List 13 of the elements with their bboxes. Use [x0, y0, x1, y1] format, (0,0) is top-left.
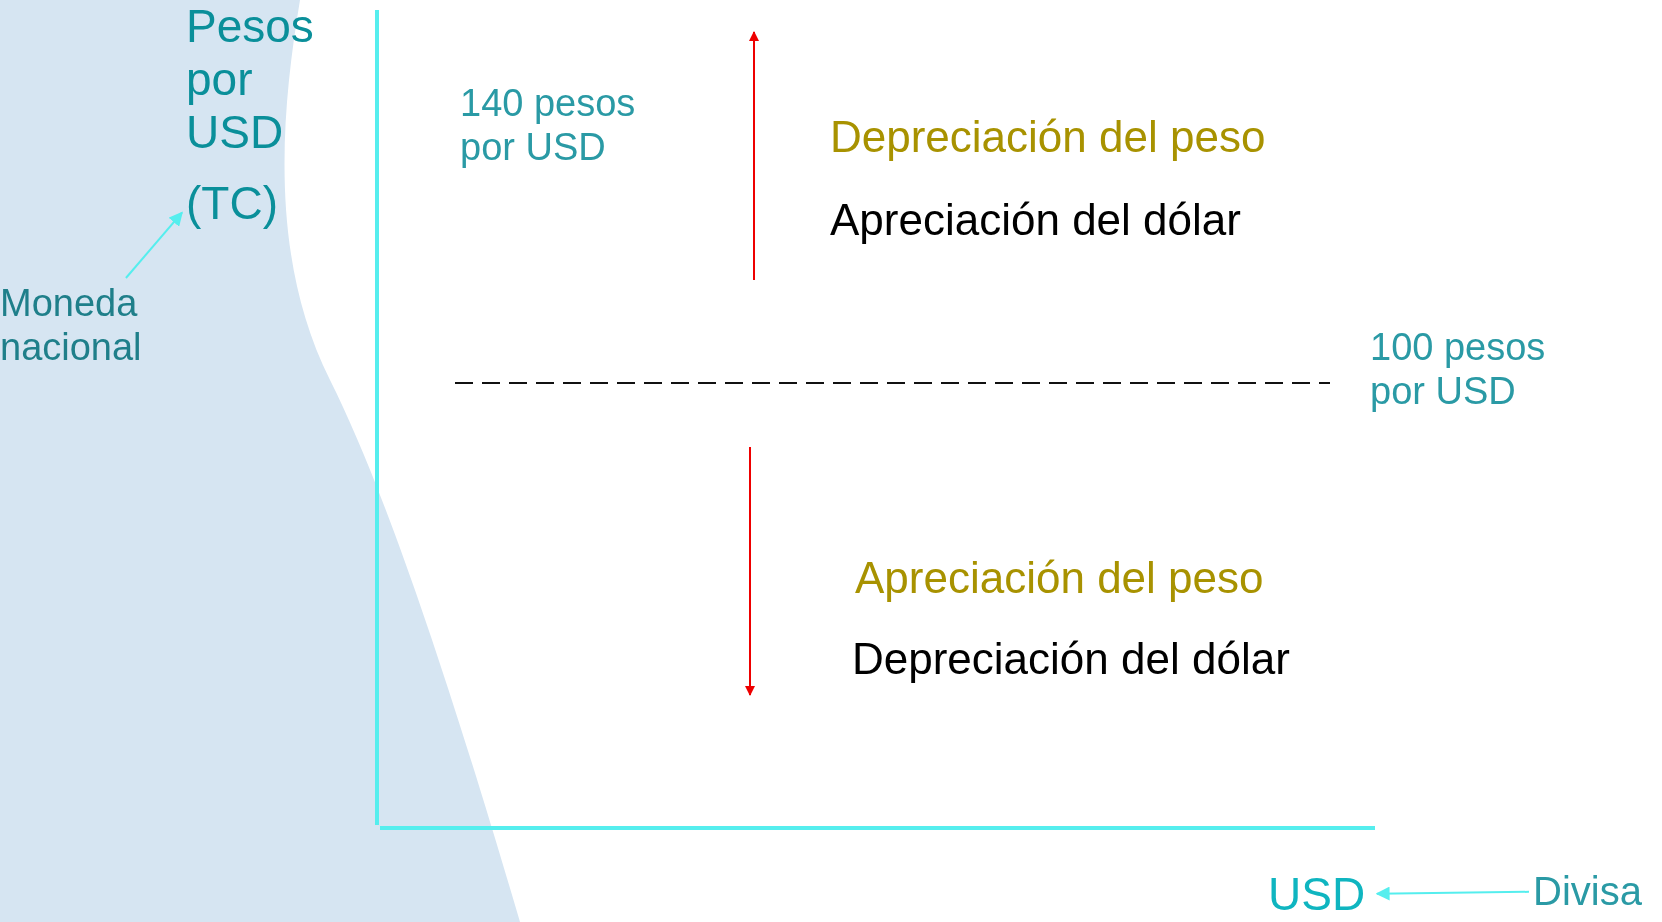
axis-note: Moneda nacional: [0, 282, 143, 370]
arrow: [1375, 886, 1530, 901]
value-label: 140 pesos por USD: [460, 82, 637, 170]
value-label: 100 pesos por USD: [1370, 326, 1547, 414]
arrow: [124, 211, 183, 279]
annotation-text: Apreciación del dólar: [830, 195, 1241, 246]
annotation-text: Depreciación del dólar: [852, 634, 1290, 685]
annotation-text: Apreciación del peso: [855, 553, 1264, 604]
axis-title: Pesos por USD: [186, 0, 315, 159]
annotation-text: Depreciación del peso: [830, 112, 1266, 163]
axis-note: Divisa: [1533, 868, 1643, 914]
axis-title: (TC): [186, 176, 279, 230]
axis-title: USD: [1268, 868, 1367, 921]
